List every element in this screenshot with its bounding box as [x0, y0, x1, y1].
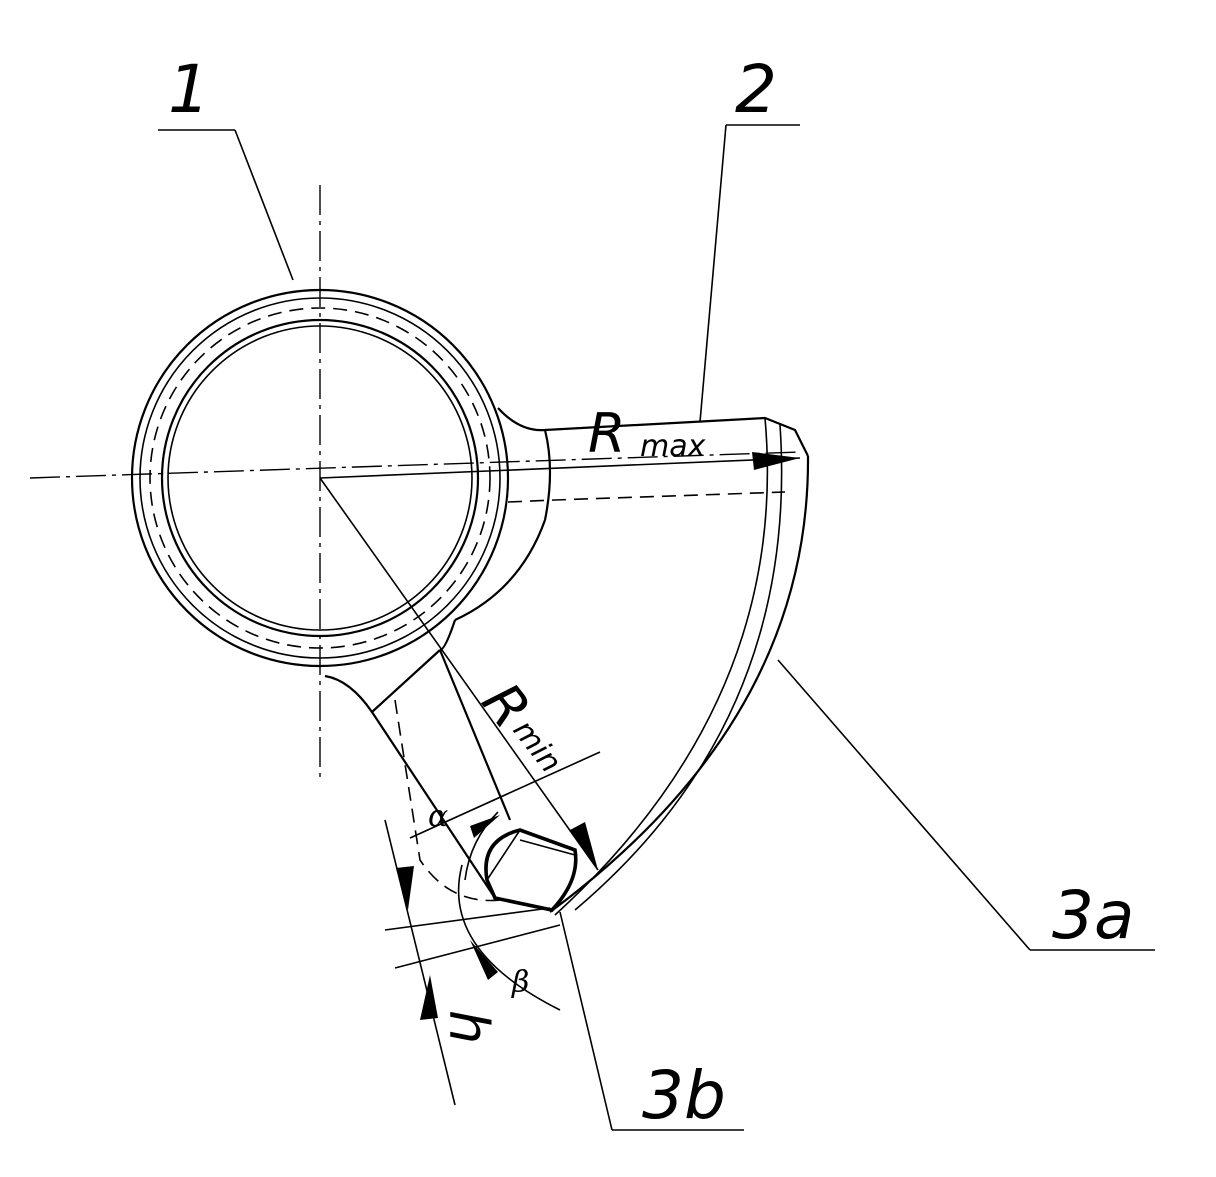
alpha-label: α	[428, 799, 448, 834]
r-max-label: R	[588, 402, 626, 465]
h-dimension: h	[384, 819, 561, 1106]
leader-lines	[158, 124, 1155, 1131]
r-max-subscript: max	[640, 429, 706, 464]
beta-label: β	[511, 965, 529, 1000]
beta-angle: β	[457, 864, 561, 1011]
label-1: 1	[168, 51, 210, 128]
upper-arm-part-2	[497, 407, 809, 916]
label-2: 2	[735, 51, 777, 128]
reference-numerals: 1 2 3a 3b	[168, 51, 1134, 1134]
outer-arc-part-3a	[454, 455, 810, 913]
label-3a: 3a	[1052, 877, 1134, 954]
center-lines	[29, 185, 801, 780]
h-label: h	[437, 1010, 500, 1044]
r-max-dimension: R max	[319, 402, 801, 479]
alpha-angle: α	[409, 751, 601, 881]
ring-part-1	[130, 288, 510, 668]
label-3b: 3b	[642, 1057, 726, 1134]
r-min-subscript: min	[506, 713, 568, 779]
r-min-dimension: R min	[319, 477, 599, 871]
